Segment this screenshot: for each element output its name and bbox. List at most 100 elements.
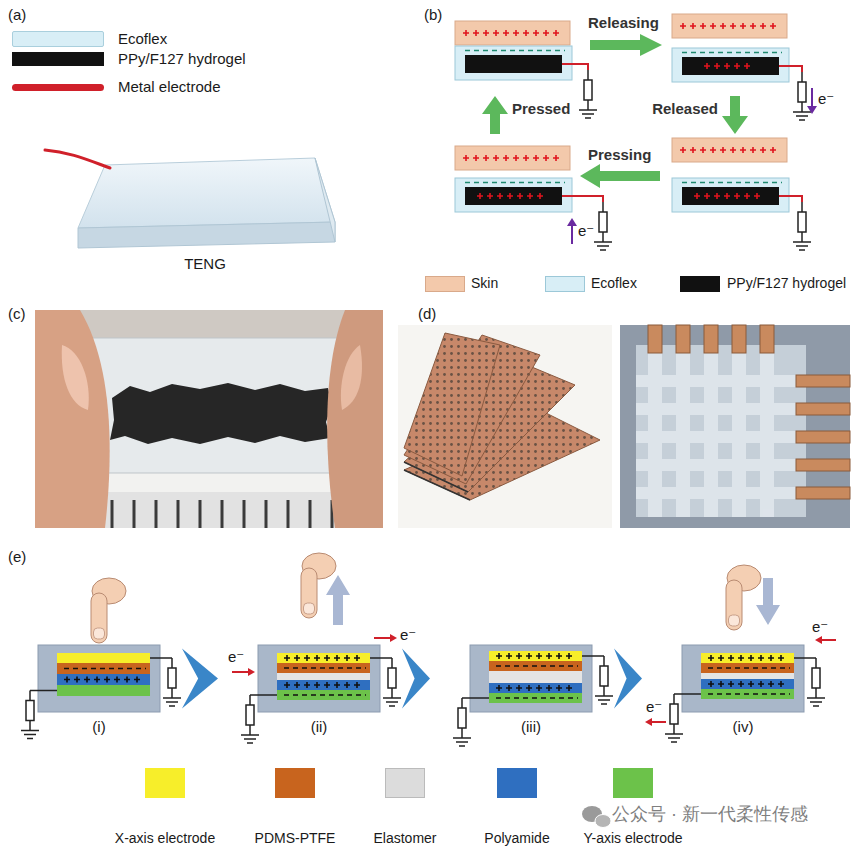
legend-label: Metal electrode	[118, 78, 221, 96]
finger-icon	[91, 553, 761, 643]
legend-label: Ecoflex	[591, 275, 637, 292]
panel-letter: (a)	[8, 6, 26, 24]
cycle-arrow	[580, 164, 660, 188]
tribo-state	[680, 149, 780, 151]
layer-stack	[21, 645, 181, 739]
tribo-state	[672, 138, 787, 162]
legend-label: Ecoflex	[118, 30, 167, 48]
layer-stack	[807, 658, 825, 706]
flow-chevron	[614, 649, 642, 709]
watermark: 公众号 · 新一代柔性传感	[612, 804, 808, 826]
panel-letter: (c)	[8, 305, 26, 323]
layer-stack	[682, 645, 804, 712]
layer-stack	[496, 655, 576, 657]
photo-sensor-array	[796, 487, 850, 499]
photo-hydrogel	[62, 345, 89, 410]
layer-stack	[708, 657, 788, 659]
layer-stack	[57, 674, 150, 685]
layer-stack	[277, 690, 370, 700]
photo-hydrogel	[110, 383, 332, 444]
legend-swatch	[497, 768, 537, 798]
legend-swatch	[12, 84, 104, 91]
tribo-state	[455, 178, 572, 212]
cycle-arrow	[482, 34, 748, 188]
tribo-state	[682, 182, 782, 184]
electron-flow-arrow	[822, 639, 836, 641]
layer-stack	[708, 655, 788, 661]
tribo-state	[680, 23, 780, 29]
tribo-state	[465, 55, 562, 73]
teng-device	[315, 158, 335, 242]
layer-stack	[708, 681, 788, 687]
flow-chevron	[402, 649, 430, 709]
electron-flow-arrow	[232, 671, 248, 673]
layer-stack	[57, 685, 150, 696]
layer-stack	[284, 684, 364, 686]
layer-stack	[708, 693, 790, 695]
tribo-state	[704, 63, 754, 69]
tribo-state	[455, 21, 570, 45]
cycle-arrow	[482, 96, 508, 134]
layer-stack	[277, 673, 370, 680]
photo-sensor-array	[636, 459, 806, 471]
photo-hydrogel	[35, 310, 383, 528]
electron-label: e⁻	[228, 648, 244, 666]
legend-label: PPy/F127 hydrogel	[727, 275, 846, 292]
state-panel: (iii)	[470, 645, 592, 712]
teng-device	[78, 158, 335, 228]
photo-sensor-array	[796, 431, 850, 443]
layer-stack	[674, 693, 701, 695]
photo-hydrogel	[90, 500, 332, 528]
layer-stack	[284, 667, 366, 669]
photo-hydrogel	[35, 310, 383, 528]
motion-arrow	[756, 578, 780, 625]
legend-swatch	[275, 768, 315, 798]
layer-stack	[489, 661, 582, 671]
layer-stack	[284, 655, 364, 661]
electron-flow-arrow	[652, 721, 666, 723]
layer-stack	[453, 698, 471, 746]
tribo-state	[579, 70, 597, 118]
photo-sensor-array	[796, 403, 850, 415]
photo-sensor-array	[636, 345, 806, 517]
layer-stack	[701, 679, 794, 689]
state-panel: (ii)	[258, 645, 380, 712]
layer-stack	[496, 685, 576, 691]
tribo-state	[562, 64, 588, 70]
layer-stack	[284, 682, 364, 688]
legend-label: Y-axis electrode	[583, 830, 682, 847]
teng-device	[45, 150, 335, 248]
photo-sensor-array	[636, 403, 806, 415]
layer-stack	[489, 693, 582, 703]
tribo-state	[465, 187, 562, 205]
layer-stack	[489, 671, 582, 683]
photo-sensor-stack	[404, 462, 470, 500]
wechat-icon	[582, 806, 611, 828]
legend-swatch	[145, 768, 185, 798]
legend-swatch	[613, 768, 653, 798]
photo-sensor-array	[636, 431, 806, 443]
tribo-state	[694, 193, 764, 199]
state-number: (i)	[92, 718, 105, 736]
motion-arrow	[326, 575, 350, 625]
state-label: Releasing	[588, 14, 659, 32]
finger-icon	[91, 578, 126, 643]
state-number: (ii)	[311, 718, 328, 736]
layer-stack	[453, 645, 613, 746]
wechat-icon	[595, 815, 611, 828]
legend-label: PDMS-PTFE	[255, 830, 336, 847]
tribo-state	[477, 195, 547, 197]
layer-stack	[701, 653, 794, 663]
electron-flow-arrow	[248, 668, 255, 676]
teng-device	[45, 150, 110, 168]
teng-device	[78, 222, 335, 248]
tribo-state	[682, 187, 779, 205]
layer-stack	[277, 663, 370, 673]
cycle-arrow	[590, 34, 662, 56]
layer-stack	[57, 653, 150, 663]
legend-swatch	[385, 768, 425, 798]
electron-flow-arrow	[807, 106, 817, 114]
layer-stack	[277, 653, 370, 663]
electron-flow-arrow	[374, 637, 390, 639]
electron-flow-arrow	[390, 634, 397, 642]
